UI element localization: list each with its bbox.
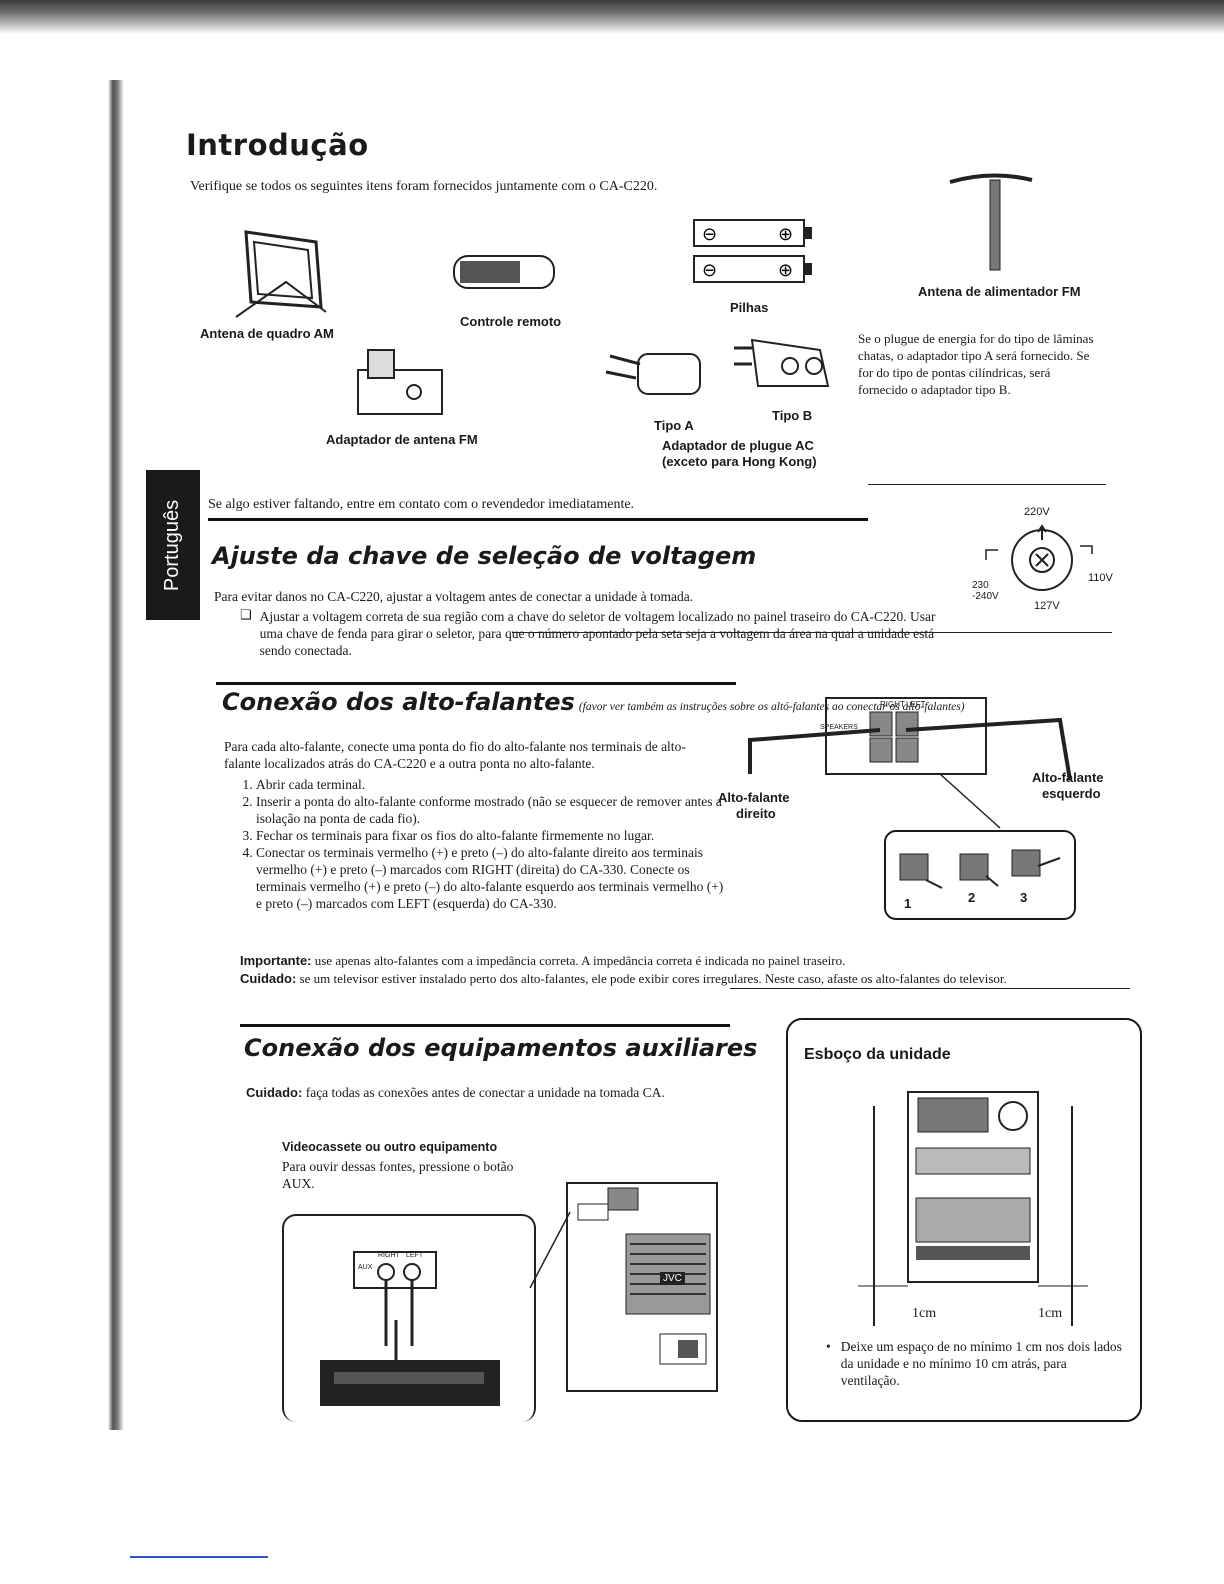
speaker-step: Conectar os terminais vermelho (+) e pre… bbox=[256, 844, 726, 912]
bullet-dot: • bbox=[826, 1339, 831, 1354]
batteries-illustration: ⊖ ⊕ ⊖ ⊕ bbox=[693, 219, 812, 283]
missing-items-note: Se algo estiver faltando, entre em conta… bbox=[208, 497, 635, 512]
speakers-subtitle: (favor ver também as instruções sobre os… bbox=[578, 701, 965, 713]
plug-type-b-illustration bbox=[734, 338, 830, 387]
dial-220v: 220V bbox=[1024, 506, 1050, 518]
batteries-label: Pilhas bbox=[730, 300, 769, 315]
section-divider-thin bbox=[512, 632, 1112, 633]
jack-right-label: RIGHT bbox=[378, 1252, 400, 1259]
ac-adapter-note: (exceto para Hong Kong) bbox=[662, 454, 817, 469]
important-label: Importante: bbox=[240, 953, 312, 968]
section-divider-thin bbox=[730, 988, 1130, 989]
aux-caution-label: Cuidado: bbox=[246, 1085, 303, 1100]
speakers-heading: Conexão dos alto-falantes (favor ver tam… bbox=[222, 688, 1102, 716]
speakers-title: Conexão dos alto-falantes bbox=[222, 688, 575, 716]
scan-top-shadow bbox=[0, 0, 1224, 34]
aux-connection-box: AUX RIGHT LEFT bbox=[282, 1214, 536, 1422]
aux-title: Conexão dos equipamentos auxiliares bbox=[244, 1034, 758, 1062]
language-tab: Português bbox=[146, 470, 200, 620]
voltage-instruction-text: Ajustar a voltagem correta de sua região… bbox=[259, 609, 936, 658]
fm-adapter-label: Adaptador de antena FM bbox=[326, 432, 478, 447]
unit-outline-drawing bbox=[858, 1091, 1088, 1326]
am-antenna-label: Antena de quadro AM bbox=[200, 326, 334, 341]
dial-110v: 110V bbox=[1088, 572, 1113, 584]
clearance-left: 1cm bbox=[912, 1306, 937, 1321]
svg-text:⊖: ⊖ bbox=[702, 224, 717, 245]
voltage-lead: Para evitar danos no CA-C220, ajustar a … bbox=[214, 589, 694, 604]
speaker-terminal-diagram bbox=[748, 697, 1072, 829]
vcr-title: Videocassete ou outro equipamento bbox=[282, 1140, 498, 1154]
svg-text:⊕: ⊕ bbox=[778, 224, 793, 245]
brand-logo: JVC bbox=[660, 1272, 685, 1285]
important-note: Importante: use apenas alto-falantes com… bbox=[240, 952, 1130, 969]
caution-label: Cuidado: bbox=[240, 971, 297, 986]
right-speaker-label-2: direito bbox=[736, 806, 776, 821]
rear-panel-illustration: JVC bbox=[566, 1182, 718, 1392]
plug-type-a-illustration bbox=[605, 353, 701, 395]
callout-line bbox=[529, 1211, 571, 1289]
voltage-title: Ajuste da chave de seleção de voltagem bbox=[212, 542, 757, 570]
step-number: 3 bbox=[1020, 890, 1028, 905]
vcr-connection-illustration bbox=[320, 1251, 500, 1406]
plug-type-note: Se o plugue de energia for do tipo de lâ… bbox=[858, 331, 1094, 397]
checkbox-bullet-icon: ❑ bbox=[240, 608, 252, 623]
dial-127v: 127V bbox=[1034, 600, 1060, 612]
remote-illustration bbox=[453, 255, 555, 289]
speakers-steps: Abrir cada terminal. Inserir a ponta do … bbox=[230, 776, 726, 912]
plug-type-a-label: Tipo A bbox=[654, 418, 694, 433]
panel-left-label: LEFT bbox=[906, 700, 926, 709]
section-divider bbox=[208, 518, 868, 521]
speaker-step: Abrir cada terminal. bbox=[256, 776, 726, 793]
speakers-caution: Cuidado: se um televisor estiver instala… bbox=[240, 970, 1130, 987]
svg-text:⊕: ⊕ bbox=[778, 260, 793, 281]
scan-left-edge bbox=[108, 80, 124, 1430]
right-speaker-label: Alto-falante bbox=[718, 790, 790, 805]
am-antenna-illustration bbox=[235, 230, 327, 318]
section-divider-thin bbox=[868, 484, 1106, 485]
remote-label: Controle remoto bbox=[460, 314, 562, 329]
intro-lead: Verifique se todos os seguintes itens fo… bbox=[190, 179, 658, 194]
caution-text: se um televisor estiver instalado perto … bbox=[299, 971, 1007, 986]
section-divider bbox=[216, 682, 736, 685]
left-speaker-label: Alto-falante bbox=[1032, 770, 1104, 785]
ac-adapter-label: Adaptador de plugue AC bbox=[662, 438, 814, 453]
speakers-lead: Para cada alto-falante, conecte uma pont… bbox=[224, 739, 686, 771]
intro-title: Introdução bbox=[186, 128, 369, 162]
voltage-instruction: ❑ Ajustar a voltagem correta de sua regi… bbox=[240, 608, 960, 659]
voltage-selector-dial bbox=[985, 524, 1093, 591]
panel-speakers-label: SPEAKERS bbox=[820, 724, 858, 731]
jack-left-label: LEFT bbox=[406, 1252, 424, 1259]
terminal-steps-illustration bbox=[899, 849, 1061, 889]
fm-antenna-illustration bbox=[949, 173, 1033, 271]
step-number: 1 bbox=[904, 896, 912, 911]
outline-note: • Deixe um espaço de no mínimo 1 cm nos … bbox=[826, 1338, 1126, 1389]
important-text: use apenas alto-falantes com a impedânci… bbox=[314, 953, 846, 968]
plug-type-b-label: Tipo B bbox=[772, 408, 813, 423]
fm-adapter-illustration bbox=[357, 349, 443, 415]
section-divider bbox=[240, 1024, 730, 1027]
outline-note-text: Deixe um espaço de no mínimo 1 cm nos do… bbox=[840, 1339, 1122, 1388]
unit-outline-box: Esboço da unidade 1cm 1cm • Deixe um esp… bbox=[786, 1018, 1142, 1422]
dial-230-240v: 230 -240V bbox=[972, 580, 999, 602]
outline-title: Esboço da unidade bbox=[804, 1046, 951, 1063]
speaker-step: Fechar os terminais para fixar os fios d… bbox=[256, 827, 726, 844]
rear-panel-drawing bbox=[577, 1187, 711, 1365]
svg-text:⊖: ⊖ bbox=[702, 260, 717, 281]
fm-antenna-label: Antena de alimentador FM bbox=[918, 284, 1081, 299]
language-tab-label: Português bbox=[161, 499, 184, 591]
clearance-right: 1cm bbox=[1038, 1306, 1063, 1321]
step-number: 2 bbox=[968, 890, 976, 905]
terminal-steps-box: 1 2 3 bbox=[884, 830, 1076, 920]
aux-caution: Cuidado: faça todas as conexões antes de… bbox=[246, 1084, 746, 1102]
left-speaker-label-2: esquerdo bbox=[1042, 786, 1101, 801]
footer-line bbox=[130, 1556, 268, 1558]
speaker-step: Inserir a ponta do alto-falante conforme… bbox=[256, 793, 726, 827]
jack-aux-label: AUX bbox=[358, 1264, 373, 1271]
aux-caution-text: faça todas as conexões antes de conectar… bbox=[305, 1085, 665, 1100]
panel-right-label: RIGHT bbox=[880, 700, 905, 709]
vcr-text: Para ouvir dessas fontes, pressione o bo… bbox=[282, 1159, 514, 1191]
